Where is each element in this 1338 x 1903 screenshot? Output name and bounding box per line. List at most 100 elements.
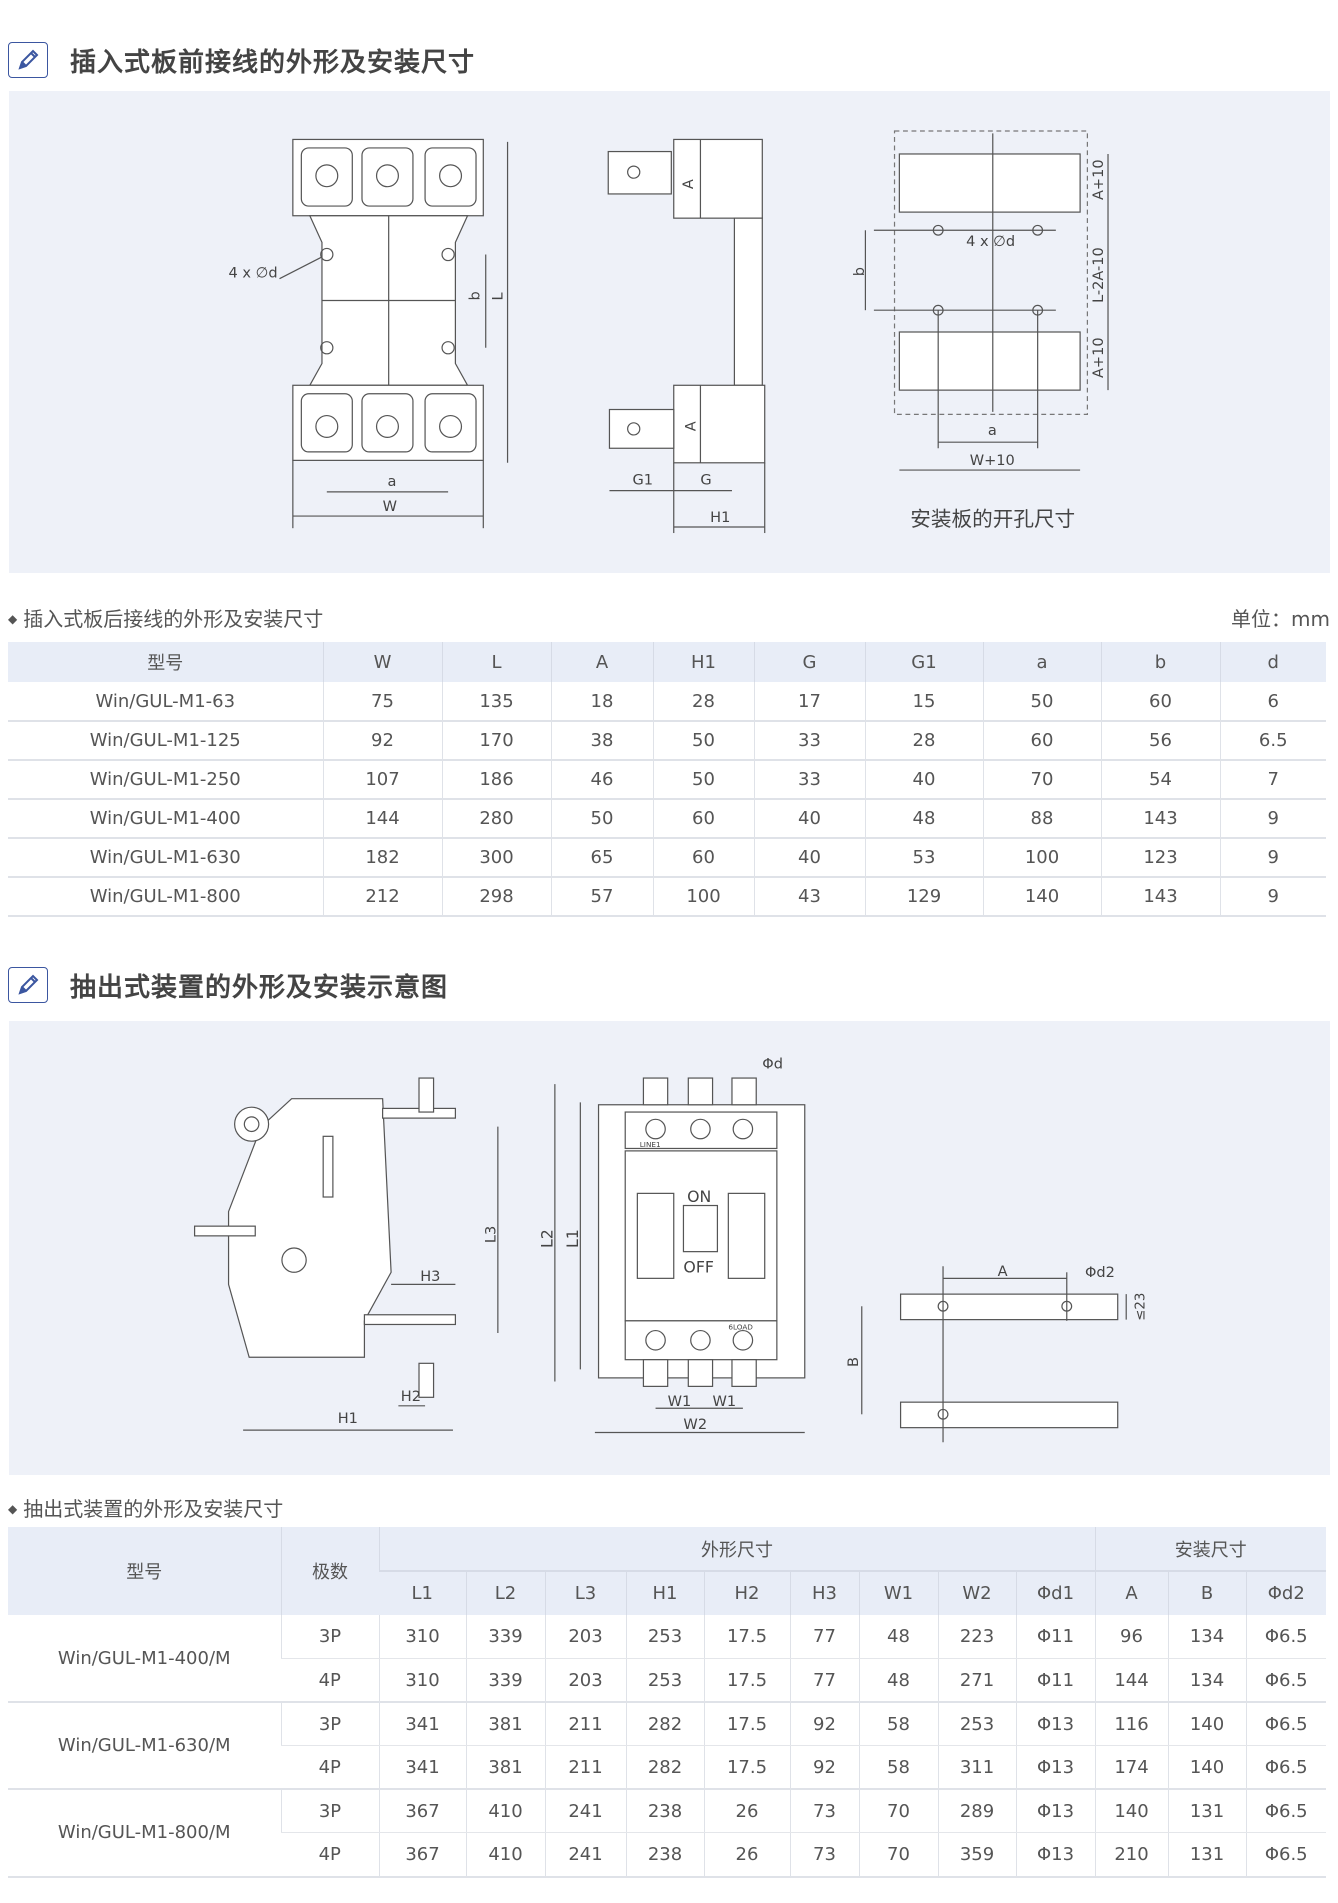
- value-cell: 238: [625, 1789, 704, 1834]
- value-cell: 107: [322, 760, 442, 800]
- front-wiring-diagram-panel: 4 x ∅d a W b L A A G1 G H1 4 x ∅d b A+10…: [9, 91, 1330, 573]
- value-cell: 241: [544, 1832, 626, 1878]
- value-cell: Φ13: [1015, 1789, 1095, 1834]
- value-cell: 144: [322, 799, 442, 839]
- value-cell: 134: [1167, 1658, 1246, 1704]
- column-header: Φd1: [1015, 1570, 1095, 1615]
- column-header: G: [753, 642, 865, 682]
- value-cell: 48: [864, 799, 983, 839]
- label-L: L: [491, 292, 507, 301]
- value-cell: Φ6.5: [1245, 1832, 1326, 1878]
- value-cell: 48: [858, 1658, 938, 1704]
- header-outline: 外形尺寸: [378, 1527, 1095, 1571]
- table1-title-text: 插入式板后接线的外形及安装尺寸: [23, 607, 324, 631]
- value-cell: 26: [703, 1832, 790, 1878]
- value-cell: 26: [703, 1789, 790, 1834]
- value-cell: 50: [982, 682, 1101, 722]
- value-cell: 271: [937, 1658, 1016, 1704]
- section-title: 抽出式装置的外形及安装示意图: [70, 972, 449, 1003]
- label-W1a: W1: [668, 1393, 692, 1410]
- value-cell: 57: [550, 877, 653, 917]
- column-header: W: [322, 642, 442, 682]
- value-cell: 18: [550, 682, 653, 722]
- label-W2: W2: [683, 1416, 707, 1433]
- drawout-mounting-bars: [861, 1266, 1127, 1443]
- value-cell: 410: [465, 1789, 545, 1834]
- value-cell: 367: [378, 1832, 466, 1878]
- breaker-front-view: [279, 138, 509, 529]
- value-cell: 33: [753, 760, 865, 800]
- value-cell: 140: [982, 877, 1101, 917]
- value-cell: 310: [378, 1615, 466, 1660]
- value-cell: Φ6.5: [1245, 1702, 1326, 1747]
- value-cell: 9: [1219, 838, 1326, 878]
- value-cell: 7: [1219, 760, 1326, 800]
- column-header: L1: [379, 1570, 466, 1615]
- value-cell: 70: [858, 1789, 938, 1834]
- value-cell: 60: [982, 721, 1101, 761]
- column-header: H1: [652, 642, 754, 682]
- value-cell: 48: [858, 1615, 938, 1660]
- value-cell: 50: [652, 721, 754, 761]
- value-cell: 341: [378, 1745, 466, 1791]
- value-cell: 100: [652, 877, 754, 917]
- value-cell: 143: [1100, 877, 1220, 917]
- value-cell: 28: [652, 682, 754, 722]
- column-header: H1: [625, 1570, 704, 1615]
- value-cell: 77: [789, 1658, 859, 1704]
- value-cell: Φ13: [1015, 1702, 1095, 1747]
- poles-cell: 4P: [281, 1832, 379, 1878]
- value-cell: 211: [544, 1702, 626, 1747]
- label-H1-2: H1: [338, 1410, 358, 1427]
- value-cell: 6: [1219, 682, 1326, 722]
- label-le23: ≤23: [1133, 1293, 1148, 1321]
- column-header: Φd2: [1245, 1570, 1326, 1615]
- value-cell: 15: [864, 682, 983, 722]
- label-W10: W+10: [970, 453, 1015, 469]
- label-H2: H2: [401, 1388, 421, 1405]
- column-header: A: [1094, 1570, 1168, 1615]
- value-cell: 131: [1167, 1832, 1246, 1878]
- value-cell: 100: [982, 838, 1101, 878]
- model-cell: Win/GUL-M1-63: [8, 682, 323, 722]
- diamond-bullet-icon: ◆: [8, 612, 18, 626]
- value-cell: 410: [465, 1832, 545, 1878]
- label-W: W: [383, 499, 397, 515]
- value-cell: Φ13: [1015, 1832, 1095, 1878]
- column-header: H3: [789, 1570, 859, 1615]
- value-cell: 92: [789, 1702, 859, 1747]
- value-cell: 65: [550, 838, 653, 878]
- mounting-plate-cutout: [864, 130, 1109, 471]
- drawout-diagram: L3 H3 H2 H1 L2 L1 Φd ON OFF LINE1 6LOAD …: [193, 1055, 1148, 1443]
- model-cell: Win/GUL-M1-125: [8, 721, 323, 761]
- header-install: 安装尺寸: [1094, 1527, 1326, 1571]
- table1-title: ◆ 插入式板后接线的外形及安装尺寸: [8, 603, 323, 632]
- label-phid: Φd: [762, 1055, 783, 1072]
- column-header: a: [982, 642, 1101, 682]
- value-cell: 341: [378, 1702, 466, 1747]
- value-cell: 282: [625, 1702, 704, 1747]
- value-cell: 339: [465, 1615, 545, 1660]
- value-cell: 300: [441, 838, 551, 878]
- column-header: d: [1219, 642, 1326, 682]
- model-cell: Win/GUL-M1-800/M: [8, 1789, 281, 1878]
- value-cell: Φ11: [1015, 1615, 1095, 1660]
- label-b: b: [468, 291, 484, 300]
- value-cell: Φ11: [1015, 1658, 1095, 1704]
- label-holes: 4 x ∅d: [229, 266, 278, 282]
- value-cell: 116: [1094, 1702, 1168, 1747]
- column-header: W2: [937, 1570, 1016, 1615]
- label-line: LINE1: [640, 1140, 661, 1149]
- poles-cell: 3P: [280, 1702, 379, 1747]
- label-panel-holes: 4 x ∅d: [966, 234, 1015, 250]
- label-H1: H1: [710, 510, 730, 526]
- value-cell: 174: [1094, 1745, 1168, 1791]
- value-cell: 92: [789, 1745, 859, 1791]
